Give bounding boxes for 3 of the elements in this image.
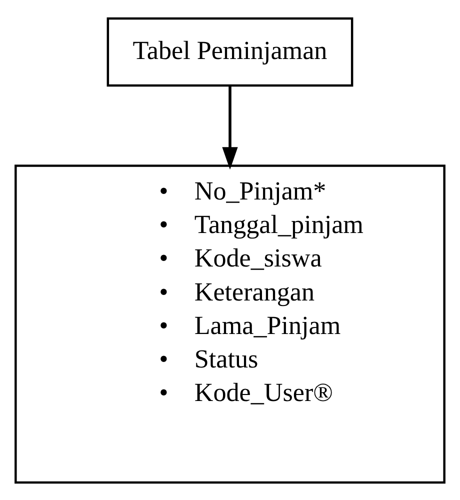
node-box: Tabel Peminjaman xyxy=(106,16,354,86)
node-box: • No_Pinjam* • Tanggal_pinjam • Kode_siswa • Keterangan • Lama_Pinjam • Status • Kode_User® xyxy=(14,164,446,484)
arrow xyxy=(222,85,238,170)
